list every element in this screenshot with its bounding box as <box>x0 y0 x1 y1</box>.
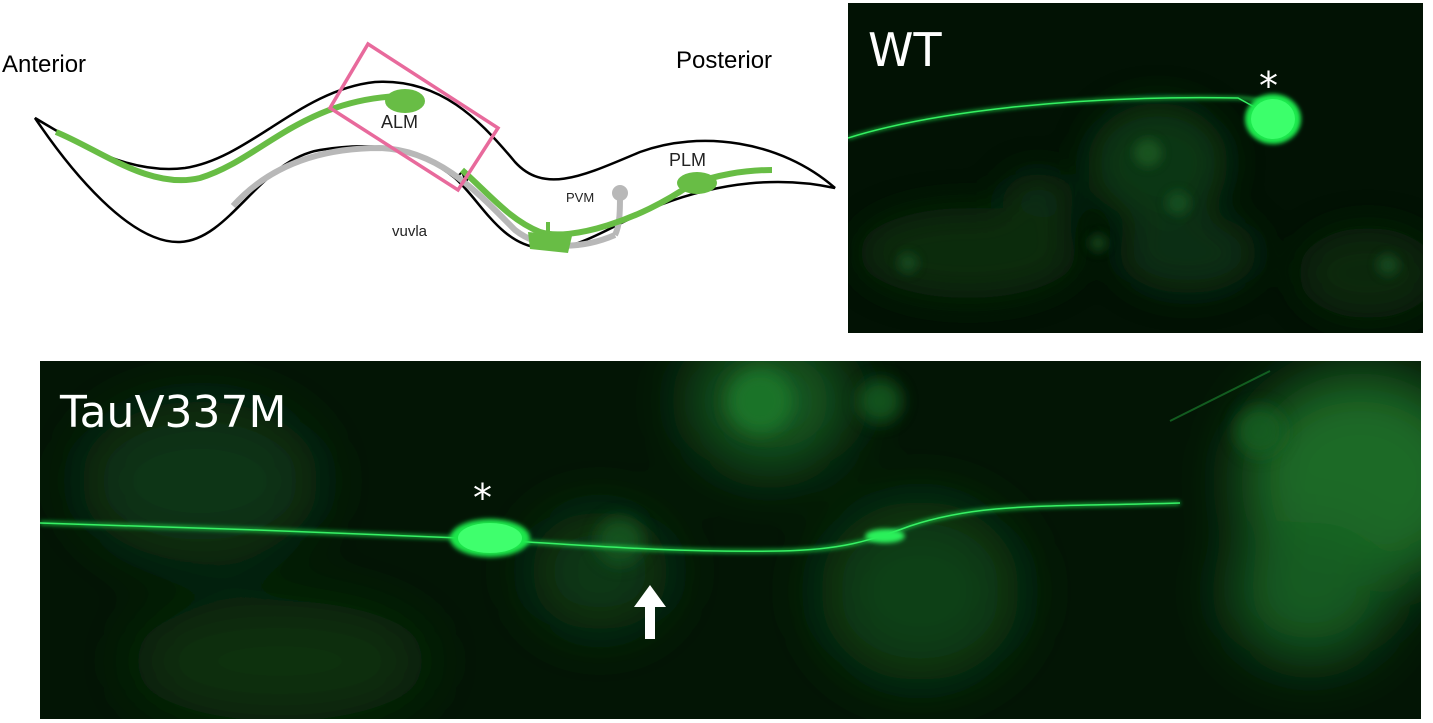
synapse-block <box>528 232 572 253</box>
tau-soma-asterisk: * <box>473 476 492 520</box>
vulva-label: vuvla <box>392 223 428 240</box>
up-arrow-icon <box>634 585 666 639</box>
wt-micrograph-image <box>848 3 1423 333</box>
plm-soma <box>677 172 717 194</box>
worm-schematic: Anterior Posterior ALM PLM PVM vuvla <box>2 41 836 253</box>
anterior-label: Anterior <box>2 51 86 78</box>
alm-label: ALM <box>381 112 418 132</box>
wt-label: WT <box>868 23 942 77</box>
wt-soma-asterisk: * <box>1259 64 1278 108</box>
pvm-label: PVM <box>566 190 594 205</box>
tau-micrograph-image <box>40 361 1421 719</box>
posterior-label: Posterior <box>676 47 772 74</box>
alm-soma <box>385 89 425 113</box>
tau-micrograph-panel: TauV337M * <box>40 361 1421 719</box>
wt-micrograph-panel: WT * <box>848 3 1423 333</box>
tau-label: TauV337M <box>60 387 287 438</box>
plm-process <box>460 167 692 238</box>
plm-label: PLM <box>669 150 706 170</box>
alm-highlight-box <box>327 41 501 193</box>
tau-axon-swelling <box>865 529 905 543</box>
pvm-dendrite <box>612 194 623 237</box>
alm-process <box>54 93 401 184</box>
pvm-soma <box>612 185 628 201</box>
